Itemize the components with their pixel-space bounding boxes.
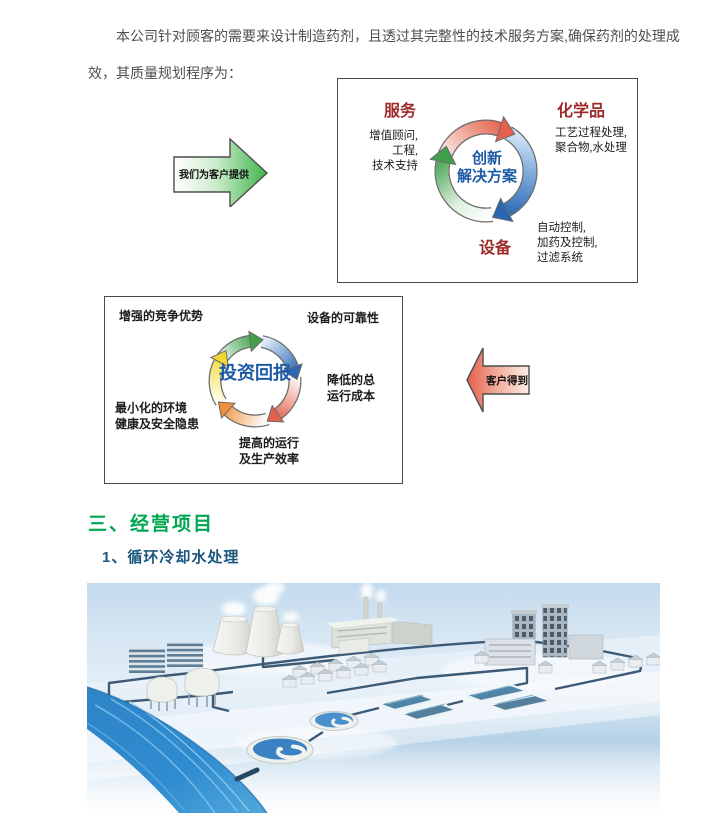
roi-arrow-yellow: [209, 359, 226, 405]
roi-cycle-arrows: [208, 330, 303, 428]
intro-paragraph: 本公司针对顾客的需要来设计制造药剂，且透过其完整性的技术服务方案,确保药剂的处理…: [88, 18, 713, 92]
river: [87, 686, 268, 813]
cycle-arrow-green: [435, 160, 493, 222]
left-arrow-icon: [466, 347, 530, 413]
benefit-cost: 降低的总 运行成本: [327, 373, 376, 403]
receive-arrow-shape: [466, 347, 530, 413]
roi-cycle-box: 增强的竞争优势 设备的可靠性 降低的总 运行成本 提高的运行 及生产效率 最小化…: [104, 296, 403, 484]
benefit-ehs: 最小化的环境 健康及安全隐患: [115, 401, 200, 431]
intro-line-2: 效，其质量规划程序为：: [88, 65, 242, 81]
intro-line-1: 本公司针对顾客的需要来设计制造药剂，且透过其完整性的技术服务方案,确保药剂的处理…: [116, 28, 680, 44]
service-desc: 增值顾问, 工程, 技术支持: [369, 130, 418, 172]
roi-arrow-salmon: [274, 377, 301, 419]
benefit-reliability: 设备的可靠性: [307, 311, 380, 325]
receive-arrow-label: 客户得到: [486, 376, 528, 387]
roi-arrow-blue: [260, 336, 298, 370]
cycle-arrow-blue: [503, 127, 537, 216]
cooling-water-plant-illustration: [87, 583, 660, 813]
roi-arrow-orange: [224, 406, 270, 427]
chemicals-title: 化学品: [557, 103, 606, 120]
outfall-pipe: [234, 767, 260, 782]
quality-cycle-box: 服务 增值顾问, 工程, 技术支持 化学品 工艺过程处理, 聚合物,水处理 设备…: [337, 78, 638, 283]
chemicals-desc: 工艺过程处理, 聚合物,水处理: [555, 127, 627, 154]
cooling-towers: [212, 583, 305, 658]
service-title: 服务: [384, 103, 417, 120]
city-buildings: [473, 604, 604, 674]
equipment-desc: 自动控制, 加药及控制, 过滤系统: [537, 222, 598, 264]
factory-buildings: [327, 583, 433, 655]
quality-cycle-center-label: 创新 解决方案: [456, 150, 517, 185]
equipment-title: 设备: [479, 240, 512, 257]
treatment-basins: [377, 683, 553, 722]
provide-arrow-shape: [173, 137, 269, 207]
section-subheading: 1、循环冷却水处理: [102, 549, 240, 566]
benefit-competitive: 增强的竞争优势: [119, 309, 204, 323]
benefit-efficiency: 提高的运行 及生产效率: [239, 436, 300, 466]
provide-arrow-label: 我们为客户提供: [179, 170, 249, 181]
right-arrow-icon: [173, 137, 269, 207]
clarifier-tanks: [246, 711, 359, 764]
cooling-cell-stacks: [129, 641, 203, 673]
section-heading: 三、经营项目: [88, 514, 215, 535]
roi-cycle-center-label: 投资回报: [219, 363, 291, 383]
quality-cycle-arrows: [429, 115, 538, 223]
storage-tanks: [146, 667, 220, 711]
